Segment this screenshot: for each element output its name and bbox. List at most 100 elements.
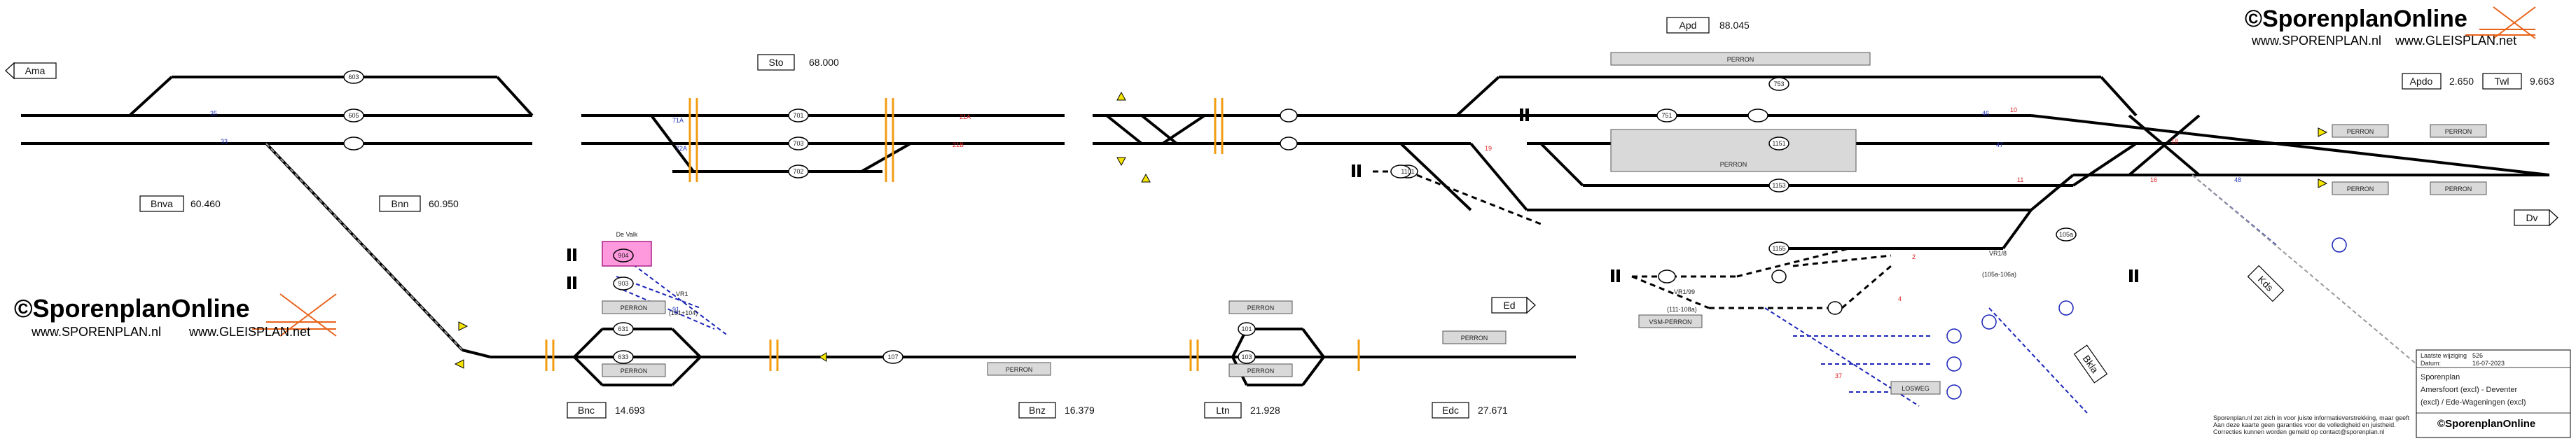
- svg-text:37: 37: [1835, 372, 1842, 379]
- branch-tracks: [265, 142, 1576, 386]
- station-code: Apdo: [2410, 76, 2433, 87]
- svg-text:603: 603: [348, 74, 359, 80]
- svg-text:www.GLEISPLAN.net: www.GLEISPLAN.net: [188, 325, 310, 339]
- siding-dashed: [265, 143, 2417, 365]
- station-box-kds[interactable]: Kds: [2247, 265, 2285, 302]
- station-box-bnn[interactable]: [379, 195, 421, 212]
- main-tracks-top: [21, 76, 2550, 250]
- station-km: 14.693: [615, 405, 645, 416]
- platform-twl-3: [2332, 181, 2389, 195]
- svg-text:903: 903: [618, 280, 628, 287]
- platform-label: LOSWEG: [1902, 385, 1930, 392]
- svg-text:21B: 21B: [953, 141, 964, 148]
- platform-edc: [1442, 330, 1507, 344]
- platform-bnz: [987, 362, 1051, 376]
- station-km: 68.000: [809, 57, 839, 68]
- vr1-99-sub-label: (111-108a): [1667, 306, 1697, 313]
- platform-label: PERRON: [1247, 304, 1275, 312]
- svg-text:©SporenplanOnline: ©SporenplanOnline: [14, 294, 250, 323]
- svg-text:526: 526: [2472, 352, 2483, 359]
- brand-mark-icon: [2465, 6, 2536, 39]
- platform-label: PERRON: [621, 304, 648, 312]
- platform-label: PERRON: [1461, 335, 1488, 342]
- blue-labels: 35 33 71A 72A 46 47 48 91: [210, 110, 2241, 313]
- station-box-apdo[interactable]: [2402, 73, 2442, 90]
- station-box-apd[interactable]: [1666, 17, 1710, 34]
- platform-label: PERRON: [621, 368, 648, 374]
- dashed-tracks: [1373, 170, 1892, 309]
- svg-text:10: 10: [2010, 106, 2017, 113]
- station-box-bnc[interactable]: [567, 402, 607, 419]
- platform-label: PERRON: [1720, 161, 1747, 168]
- station-box-sto[interactable]: [757, 54, 795, 71]
- svg-text:www.SPORENPLAN.nl: www.SPORENPLAN.nl: [2251, 34, 2381, 48]
- station-box-bnva[interactable]: [139, 195, 184, 212]
- svg-text:71A: 71A: [672, 117, 684, 124]
- station-box-bnz[interactable]: [1018, 402, 1056, 419]
- yellow-signals: [454, 91, 2328, 369]
- station-km: 88.045: [1719, 20, 1750, 31]
- station-km: 60.460: [191, 198, 221, 209]
- platform-label: PERRON: [2445, 128, 2472, 135]
- svg-text:1153: 1153: [1772, 182, 1785, 189]
- svg-text:105a: 105a: [2059, 231, 2073, 238]
- svg-text:16: 16: [2150, 176, 2157, 183]
- buffer-stops: [567, 108, 2138, 289]
- station-code: Apd: [1680, 20, 1697, 31]
- svg-text:21A: 21A: [960, 113, 971, 120]
- platform-label: PERRON: [1006, 366, 1033, 373]
- switch-number-labels: 603 605 701 703 702 751 753 1151 1153 11…: [348, 74, 2073, 360]
- disclaimer: Sporenplan.nl zet zich in voor juiste in…: [2213, 414, 2410, 435]
- station-km: 27.671: [1478, 405, 1508, 416]
- station-code: Ed: [1503, 300, 1515, 311]
- platform-label: PERRON: [1727, 56, 1754, 63]
- svg-text:701: 701: [793, 112, 803, 119]
- svg-text:703: 703: [793, 140, 803, 147]
- switch-markers: [343, 70, 2077, 364]
- svg-text:Datum:: Datum:: [2421, 360, 2441, 367]
- station-code: Bnva: [151, 198, 173, 209]
- vr1-8-label: VR1/8: [1989, 250, 2007, 257]
- station-box-ltn[interactable]: [1204, 402, 1242, 419]
- arrow-left-icon: [5, 62, 15, 80]
- station-box-edc[interactable]: [1432, 402, 1469, 419]
- station-code: Dv: [2526, 212, 2537, 223]
- svg-text:www.GLEISPLAN.net: www.GLEISPLAN.net: [2395, 34, 2516, 48]
- station-box-twl[interactable]: [2482, 73, 2522, 90]
- svg-text:18: 18: [2171, 138, 2178, 145]
- logo-top: ©SporenplanOnline www.SPORENPLAN.nl www.…: [2245, 6, 2536, 48]
- station-km: 60.950: [429, 198, 459, 209]
- platform-ltn-1: [1228, 300, 1293, 314]
- insulation-markers: [545, 98, 1360, 371]
- platform-label: VSM-PERRON: [1649, 318, 1691, 326]
- platform-bnc-1: [602, 300, 666, 314]
- svg-text:46: 46: [1982, 110, 1989, 117]
- svg-text:4: 4: [1898, 295, 1902, 302]
- legend-box: Laatste wijziging 526 Datum: 16-07-2023 …: [2416, 349, 2571, 438]
- svg-text:605: 605: [348, 112, 359, 119]
- svg-text:72A: 72A: [676, 145, 687, 152]
- red-km-labels: 21A 21B 19 10 11 16 18 2 4 37: [953, 106, 2178, 379]
- svg-text:47: 47: [1996, 141, 2003, 148]
- vr1-label: VR1: [676, 290, 688, 298]
- arrow-right-icon: [1526, 296, 1536, 314]
- station-km: 2.650: [2449, 76, 2474, 87]
- station-code: Twl: [2495, 76, 2509, 87]
- platform-apd-block: [1610, 129, 1857, 172]
- station-box-bkla[interactable]: Bkla: [2073, 344, 2108, 384]
- svg-text:702: 702: [793, 168, 803, 175]
- svg-text:2: 2: [1912, 253, 1916, 260]
- station-km: 21.928: [1250, 405, 1280, 416]
- platform-losweg: [1890, 381, 1941, 395]
- platform-label: PERRON: [2347, 186, 2374, 192]
- svg-text:33: 33: [221, 138, 228, 145]
- platform-twl-2: [2430, 124, 2487, 138]
- platform-vsm: [1638, 314, 1703, 328]
- station-code: Ltn: [1216, 405, 1229, 416]
- svg-text:16-07-2023: 16-07-2023: [2472, 360, 2505, 367]
- svg-text:35: 35: [210, 110, 217, 117]
- svg-text:www.SPORENPLAN.nl: www.SPORENPLAN.nl: [31, 325, 161, 339]
- svg-text:48: 48: [2234, 176, 2241, 183]
- vr1-8-sub-label: (105a-106a): [1982, 271, 2016, 278]
